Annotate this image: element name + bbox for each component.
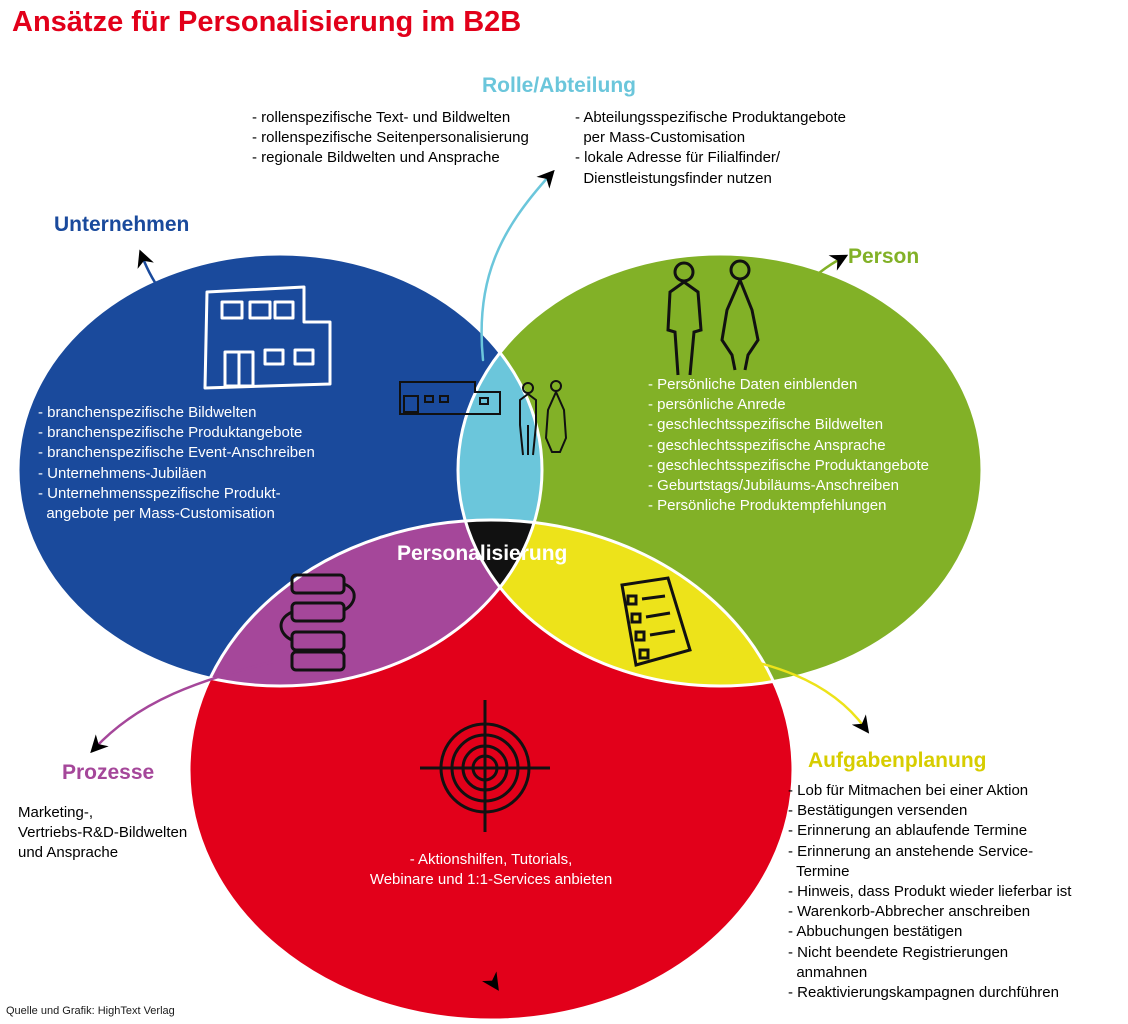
arrow-aufgabenplanung (688, 648, 870, 734)
arrow-unternehmen (137, 249, 197, 332)
list-item: Termine (788, 862, 850, 880)
prozesse-text: Marketing-, Vertriebs-R&D-Bildwelten und… (18, 803, 187, 864)
list-item: - geschlechtsspezifische Bildwelten (648, 416, 884, 434)
list-item: - Nicht beendete Registrierungen (788, 943, 1009, 961)
list-item: per Mass-Customisation (575, 129, 746, 147)
building-icon (203, 285, 332, 390)
list-item: - Persönliche Produktempfehlungen (648, 497, 887, 515)
aufgabenplanung-region (458, 520, 793, 686)
list-item: - lokale Adresse für Filialfinder/ (575, 149, 781, 167)
aufgabenplanung-list: - Lob für Mitmachen bei einer Aktion - B… (788, 781, 1071, 1003)
list-item: - branchenspezifische Event-Anschreiben (38, 444, 315, 462)
target-icon (420, 700, 550, 832)
list-item: - branchenspezifische Produktangebote (38, 424, 303, 442)
list-item: - Hinweis, dass Produkt wieder lieferbar… (788, 883, 1072, 901)
list-item: - persönliche Anrede (648, 396, 786, 414)
list-item: Vertriebs-R&D-Bildwelten (18, 824, 188, 842)
small-people-icon (519, 380, 568, 456)
page-title: Ansätze für Personalisierung im B2B (12, 6, 522, 38)
list-item: - Reaktivierungskampagnen durchführen (788, 984, 1059, 1002)
list-item: - geschlechtsspezifische Ansprache (648, 436, 886, 454)
person-heading: Person (848, 245, 920, 268)
prozesse-heading: Prozesse (62, 761, 155, 784)
aufgabe-heading: Aufgabe (458, 994, 542, 1017)
list-item: Webinare und 1:1-Services anbieten (369, 871, 613, 889)
small-building-icon (399, 381, 501, 415)
person-list: - Persönliche Daten einblenden - persönl… (648, 375, 929, 516)
source-credit: Quelle und Grafik: HighText Verlag (6, 1005, 175, 1017)
list-item: - Unternehmensspezifische Produkt- (38, 484, 281, 502)
list-item: Dienstleistungsfinder nutzen (575, 169, 772, 187)
list-item: - regionale Bildwelten und Ansprache (252, 149, 500, 167)
list-item: - Lob für Mitmachen bei einer Aktion (788, 782, 1029, 799)
unternehmen-list: - branchenspezifische Bildwelten - branc… (38, 403, 315, 524)
arrow-aufgabe (448, 893, 499, 991)
unternehmen-heading: Unternehmen (54, 213, 190, 236)
list-item: und Ansprache (18, 844, 119, 862)
list-item: - Erinnerung an anstehende Service- (788, 842, 1034, 860)
list-item: Marketing-, (18, 804, 94, 821)
list-item: - rollenspezifische Seitenpersonalisieru… (252, 129, 529, 147)
list-item: - Aktionshilfen, Tutorials, (409, 851, 573, 868)
people-icon (666, 259, 760, 376)
list-item: - branchenspezifische Bildwelten (38, 404, 257, 421)
aufgabenplanung-heading: Aufgabenplanung (808, 749, 987, 772)
rolle-left-list: - rollenspezifische Text- und Bildwelten… (252, 108, 529, 169)
aufgabe-text: - Aktionshilfen, Tutorials, Webinare und… (362, 850, 620, 890)
list-item: - Geburtstags/Jubiläums-Anschreiben (648, 477, 899, 495)
list-item: anmahnen (788, 963, 868, 981)
prozesse-region (189, 520, 542, 686)
center-label: Personalisierung (397, 542, 568, 565)
arrow-prozesse (90, 660, 274, 754)
list-item: - geschlechtsspezifische Produktangebote (648, 456, 930, 474)
list-item: - Bestätigungen versenden (788, 802, 968, 820)
rolle-heading: Rolle/Abteilung (482, 74, 636, 97)
list-item: - Warenkorb-Abbrecher anschreiben (788, 903, 1031, 921)
list-item: - rollenspezifische Text- und Bildwelten (252, 109, 511, 126)
rolle-right-list: - Abteilungsspezifische Produktangebote … (575, 108, 846, 189)
list-item: - Unternehmens-Jubiläen (38, 464, 207, 482)
list-item: - Abbuchungen bestätigen (788, 923, 963, 941)
list-item: angebote per Mass-Customisation (38, 505, 275, 523)
list-item: - Erinnerung an ablaufende Termine (788, 822, 1028, 840)
list-item: - Abteilungsspezifische Produktangebote (575, 109, 847, 126)
checklist-icon (620, 576, 692, 667)
process-icon (279, 573, 356, 672)
arrow-rolle (480, 169, 555, 362)
arrow-person (766, 254, 849, 332)
list-item: - Persönliche Daten einblenden (648, 376, 858, 393)
